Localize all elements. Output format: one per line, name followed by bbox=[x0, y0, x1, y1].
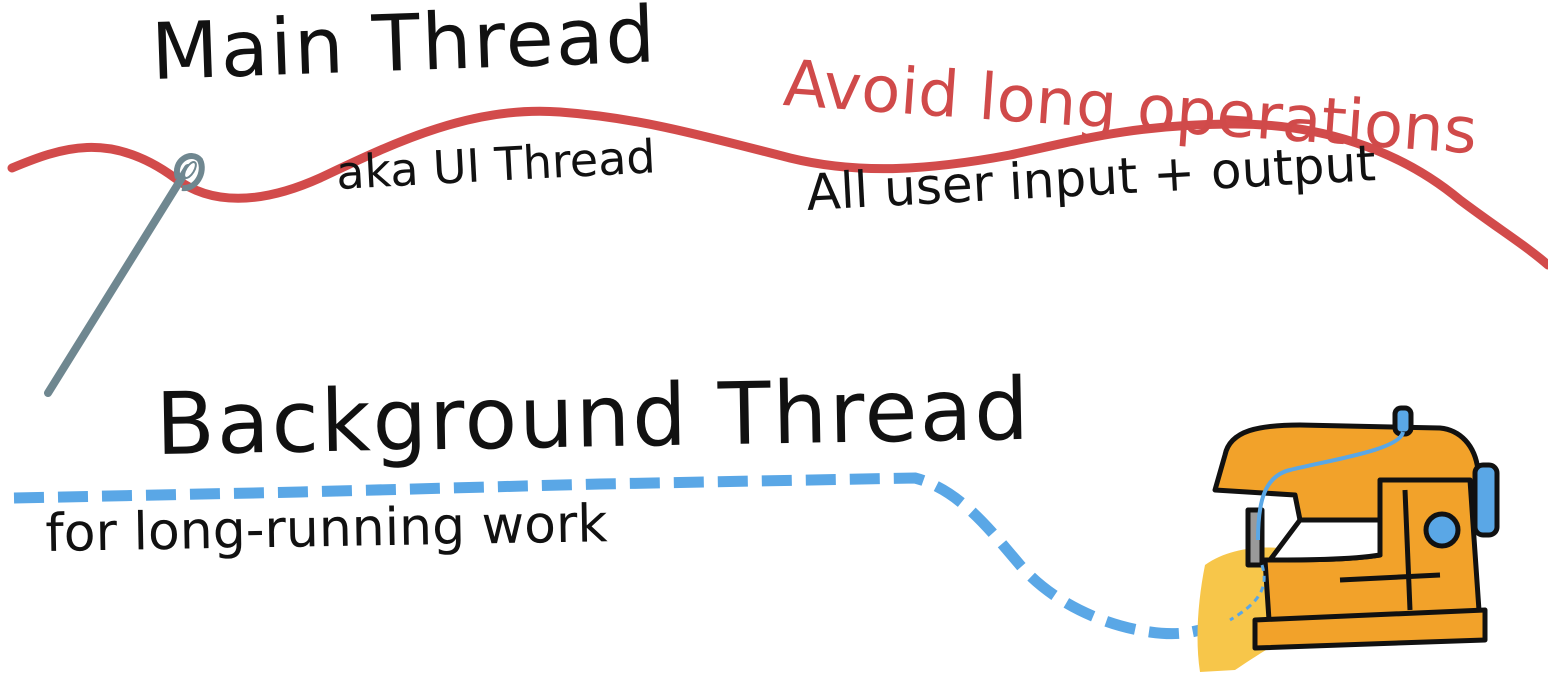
background-thread-title: Background Thread bbox=[154, 359, 1032, 475]
background-thread-purpose: for long-running work bbox=[44, 494, 608, 564]
sewing-machine-icon bbox=[1197, 405, 1500, 672]
background-thread-line bbox=[13, 472, 1228, 640]
main-thread-line bbox=[7, 106, 1548, 270]
needle-icon bbox=[44, 153, 205, 397]
main-thread-title: Main Thread bbox=[149, 0, 659, 98]
